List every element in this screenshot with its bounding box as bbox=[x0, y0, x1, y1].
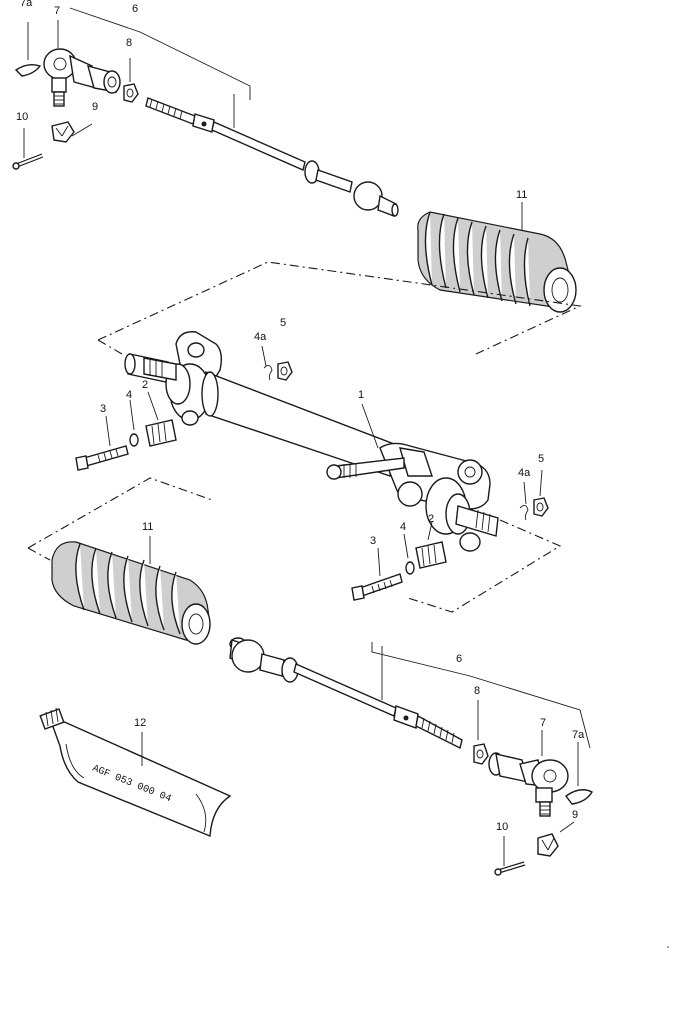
washer-right bbox=[403, 533, 415, 575]
dashed-boundary-right bbox=[407, 519, 562, 613]
callout-7-bottom: 7 bbox=[540, 717, 546, 729]
callout-5-top: 5 bbox=[280, 317, 286, 329]
callout-3-left: 3 bbox=[100, 403, 106, 415]
lock-plate-top bbox=[14, 63, 42, 77]
callout-11-top: 11 bbox=[516, 189, 527, 201]
callout-6-top: 6 bbox=[132, 3, 138, 15]
callout-1: 1 bbox=[358, 389, 364, 401]
castle-nut-top bbox=[51, 121, 93, 143]
tie-rod-sleeve-bottom bbox=[488, 752, 529, 783]
tie-rod-threaded-bottom bbox=[393, 705, 463, 750]
lock-plate-bottom bbox=[565, 789, 593, 805]
callout-9-top: 9 bbox=[92, 101, 98, 113]
callout-8-bottom: 8 bbox=[474, 685, 480, 697]
callout-6-bracket-top bbox=[69, 7, 251, 100]
callout-12: 12 bbox=[134, 717, 146, 729]
bottom-tie-rod-assembly bbox=[229, 637, 593, 876]
castle-nut-bottom bbox=[537, 821, 575, 857]
callout-11-bottom: 11 bbox=[142, 521, 153, 533]
clip-right bbox=[519, 481, 529, 521]
callout-4a-top: 4a bbox=[254, 331, 267, 343]
callout-9-bottom: 9 bbox=[572, 809, 578, 821]
callout-4-left: 4 bbox=[126, 389, 132, 401]
rubber-boot-bottom bbox=[51, 536, 211, 645]
dashed-boundary-lower bbox=[27, 477, 213, 549]
washer-left bbox=[129, 399, 139, 447]
clamp-left bbox=[145, 391, 177, 447]
callout-6-bottom: 6 bbox=[456, 653, 462, 665]
clip-top bbox=[261, 345, 273, 381]
callout-2-right: 2 bbox=[428, 513, 434, 525]
inner-joint-bottom bbox=[229, 637, 397, 717]
callout-7a-top: 7a bbox=[20, 0, 33, 9]
callout-5-right: 5 bbox=[538, 453, 544, 465]
nut-right-housing bbox=[533, 469, 549, 517]
tie-rod-end-bottom bbox=[519, 730, 569, 817]
callout-10-top: 10 bbox=[16, 111, 28, 123]
callout-labels: 1 2 2 3 3 4 4 4a 4a 5 5 6 6 7 7 7a 7a 8 … bbox=[16, 0, 585, 833]
tie-rod-end-top bbox=[43, 48, 97, 107]
callout-3-right: 3 bbox=[370, 535, 376, 547]
bolt-left bbox=[75, 415, 129, 471]
clamp-right bbox=[415, 521, 447, 569]
callout-8-top: 8 bbox=[126, 37, 132, 49]
rubber-boot-top bbox=[417, 202, 577, 313]
bolt-right bbox=[351, 547, 403, 601]
dashed-boundary-top bbox=[97, 261, 582, 355]
cotter-pin-top bbox=[12, 128, 44, 170]
nut-top-housing bbox=[277, 361, 293, 381]
callout-2-left: 2 bbox=[142, 379, 148, 391]
tie-rod-sleeve-top bbox=[87, 65, 121, 94]
callout-6-bracket-bottom bbox=[371, 642, 591, 749]
stray-dot bbox=[667, 946, 669, 948]
callout-4-right: 4 bbox=[400, 521, 406, 533]
callout-7-top: 7 bbox=[54, 5, 60, 17]
callout-4a-right: 4a bbox=[518, 467, 531, 479]
steering-rack-housing bbox=[124, 331, 499, 552]
lock-nut-top bbox=[123, 58, 139, 103]
cotter-pin-bottom bbox=[494, 836, 526, 876]
lock-nut-bottom bbox=[473, 700, 489, 765]
tie-rod-threaded-top bbox=[145, 97, 399, 217]
callout-7a-bottom: 7a bbox=[572, 729, 585, 741]
top-tie-rod-assembly bbox=[12, 7, 399, 217]
callout-10-bottom: 10 bbox=[496, 821, 508, 833]
